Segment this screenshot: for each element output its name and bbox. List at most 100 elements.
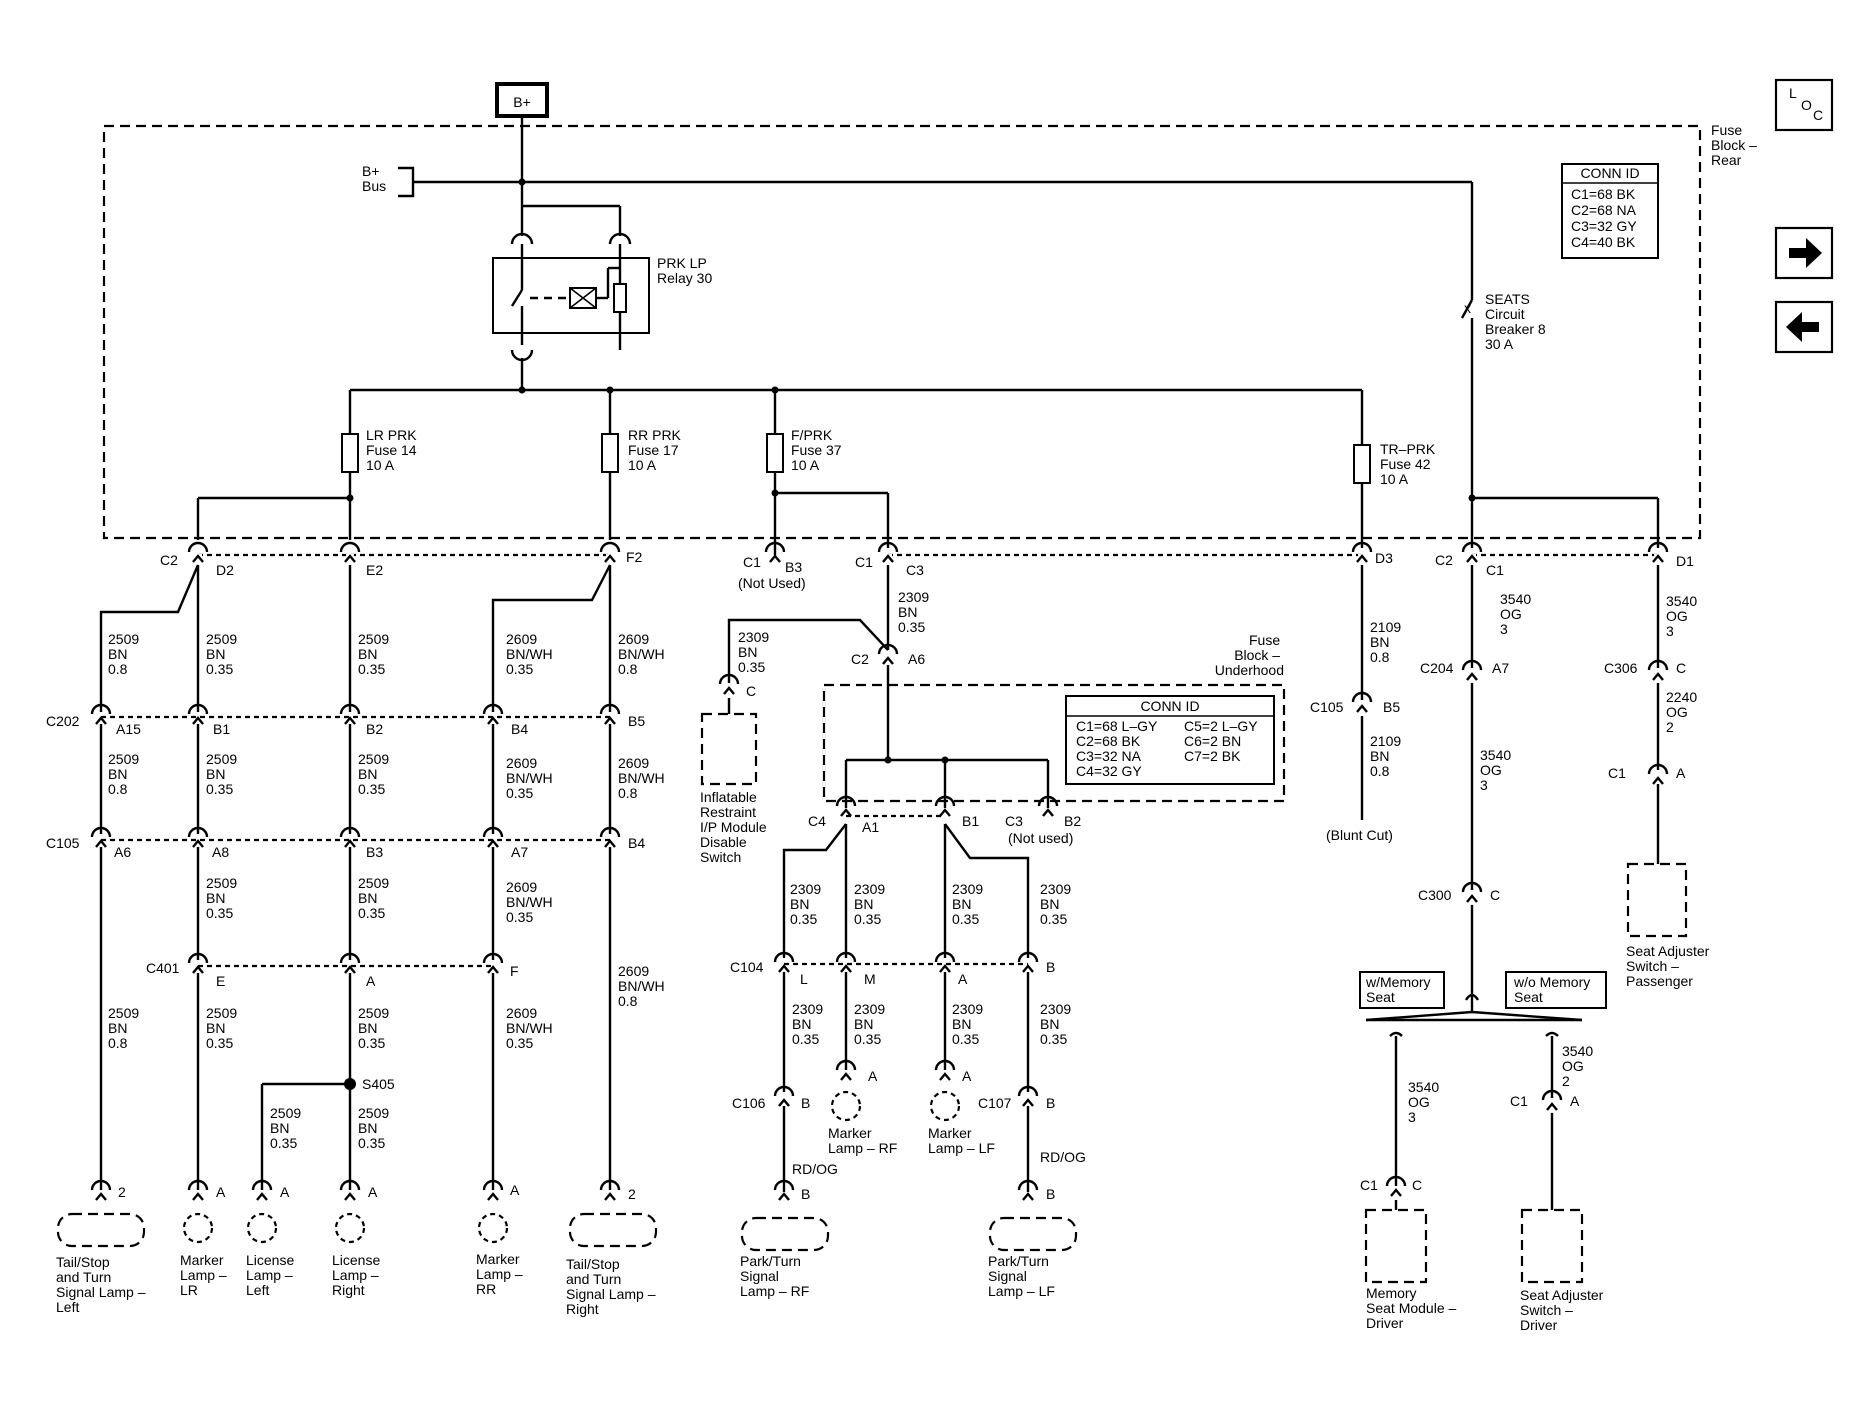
svg-text:A: A	[216, 1184, 226, 1200]
svg-text:C: C	[1813, 107, 1823, 123]
connector-socket	[1022, 1098, 1034, 1107]
connector-socket	[604, 1192, 616, 1201]
svg-text:C104: C104	[730, 959, 764, 975]
connector-socket	[1466, 554, 1478, 563]
connector-socket	[344, 839, 356, 848]
svg-text:C3: C3	[906, 562, 924, 578]
svg-text:B: B	[1046, 1095, 1055, 1111]
svg-text:A6: A6	[114, 844, 131, 860]
svg-text:C7=2 BK: C7=2 BK	[1184, 748, 1241, 764]
connector-socket	[344, 716, 356, 725]
svg-text:10 A: 10 A	[628, 457, 657, 473]
svg-text:A: A	[1676, 765, 1686, 781]
svg-text:C2: C2	[851, 651, 869, 667]
svg-text:C204: C204	[1420, 660, 1454, 676]
svg-text:(Not Used): (Not Used)	[738, 575, 806, 591]
connector-pin	[599, 541, 621, 553]
svg-text:C1=68 BK: C1=68 BK	[1571, 186, 1636, 202]
option-with-memory: w/Memory Seat	[1359, 971, 1445, 1009]
option-without-memory: w/o Memory Seat	[1505, 971, 1607, 1009]
loc-icon[interactable]: L O C	[1774, 78, 1834, 132]
svg-text:B: B	[801, 1095, 810, 1111]
svg-text:10 A: 10 A	[1380, 471, 1409, 487]
svg-text:B4: B4	[628, 835, 645, 851]
svg-text:C401: C401	[146, 960, 180, 976]
svg-text:C306: C306	[1604, 660, 1638, 676]
svg-text:B3: B3	[366, 844, 383, 860]
connector-socket	[1022, 964, 1034, 973]
svg-text:C1: C1	[743, 554, 761, 570]
connector-socket	[769, 554, 781, 563]
inflatable-restraint-switch	[700, 712, 758, 786]
svg-text:B: B	[801, 1186, 810, 1202]
next-page-arrow-icon[interactable]	[1774, 226, 1834, 280]
fuse-block-rear-label: Fuse Block – Rear	[1711, 122, 1761, 168]
connector-socket	[1466, 894, 1478, 903]
svg-text:C4=40 BK: C4=40 BK	[1571, 234, 1636, 250]
svg-text:Bus: Bus	[362, 178, 386, 194]
svg-text:C2: C2	[1435, 552, 1453, 568]
svg-text:C300: C300	[1418, 887, 1452, 903]
connector-socket	[604, 554, 616, 563]
connector-socket	[1356, 704, 1368, 713]
svg-text:Circuit: Circuit	[1485, 306, 1525, 322]
connector-socket	[344, 554, 356, 563]
svg-text:D1: D1	[1676, 553, 1694, 569]
svg-text:C2=68 NA: C2=68 NA	[1571, 202, 1637, 218]
svg-text:A7: A7	[511, 844, 528, 860]
svg-text:RD/OG: RD/OG	[1040, 1149, 1086, 1165]
svg-text:F: F	[510, 963, 519, 979]
svg-text:10 A: 10 A	[366, 457, 395, 473]
svg-text:B+: B+	[362, 163, 380, 179]
seat-adjuster-switch-passenger	[1626, 862, 1688, 938]
wire-2509-d2-to-c202	[99, 564, 200, 712]
svg-text:C105: C105	[46, 835, 80, 851]
connector-socket	[1042, 808, 1054, 817]
connector-socket	[840, 1072, 852, 1081]
svg-text:A: A	[1570, 1093, 1580, 1109]
svg-text:C2: C2	[160, 552, 178, 568]
conn-id-table-underhood: CONN ID C1=68 L–GY C2=68 BK C3=32 NA C4=…	[1065, 695, 1275, 785]
svg-text:S405: S405	[362, 1076, 395, 1092]
connector-socket	[1390, 1188, 1402, 1197]
svg-text:A7: A7	[1492, 660, 1509, 676]
fuse-lr-prk: LR PRK Fuse 14 10 A	[341, 390, 417, 540]
marker-lamp-lr	[182, 1212, 214, 1244]
park-turn-lamp-lf	[988, 1216, 1078, 1252]
previous-page-arrow-icon[interactable]	[1774, 300, 1834, 354]
svg-text:O: O	[1801, 97, 1812, 113]
marker-lamp-rf	[830, 1090, 862, 1122]
tail-lamp-left	[56, 1212, 146, 1248]
connector-pin	[339, 541, 361, 553]
svg-text:L: L	[1789, 85, 1797, 101]
fuse-block-underhood-label: Fuse Block – Underhood	[1215, 632, 1284, 678]
conn-id-table-rear: CONN ID C1=68 BK C2=68 NA C3=32 GY C4=40…	[1561, 163, 1659, 259]
svg-text:A8: A8	[212, 844, 229, 860]
svg-text:C2=68 BK: C2=68 BK	[1076, 733, 1141, 749]
connector-socket	[192, 839, 204, 848]
svg-text:E2: E2	[366, 562, 383, 578]
svg-text:SEATS: SEATS	[1485, 291, 1530, 307]
